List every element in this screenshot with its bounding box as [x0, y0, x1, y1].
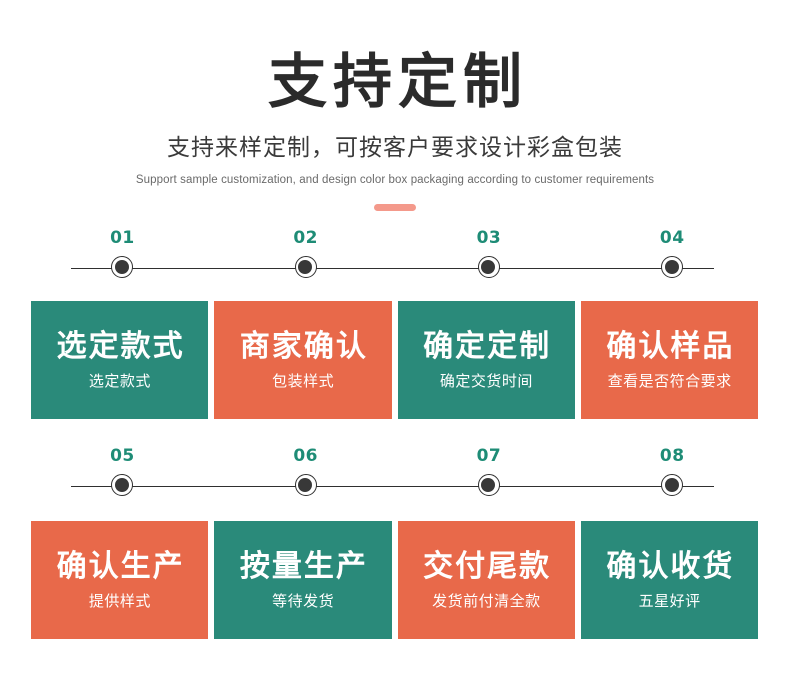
timeline-line: [71, 486, 714, 487]
card-title: 选定款式: [56, 329, 185, 363]
header: 支持定制 支持来样定制，可按客户要求设计彩盒包装 Support sample …: [0, 0, 790, 212]
card-description: 确定交货时间: [439, 373, 533, 391]
timeline-node-02: 02: [280, 228, 332, 278]
timeline-dot-icon: [294, 474, 317, 496]
timeline-node-01: 01: [96, 228, 148, 278]
timeline-dot-icon: [477, 256, 500, 278]
process-card-08[interactable]: 确认收货 五星好评: [580, 521, 758, 639]
timeline-number: 06: [293, 446, 319, 466]
card-title: 确认收货: [606, 549, 735, 583]
timeline-node-06: 06: [280, 446, 332, 496]
card-title: 确认样品: [606, 329, 735, 363]
timeline-node-05: 05: [96, 446, 148, 496]
card-title: 确定定制: [423, 329, 552, 363]
card-description: 提供样式: [88, 593, 151, 611]
page-title: 支持定制: [267, 49, 528, 115]
timeline-node-03: 03: [463, 228, 515, 278]
timeline-dot-icon: [661, 256, 684, 278]
timeline-row-2: 05 06 07 08: [71, 446, 714, 496]
timeline-number: 01: [110, 228, 135, 248]
timeline-dot-icon: [661, 474, 684, 496]
timeline-number: 05: [110, 446, 135, 466]
card-title: 确认生产: [56, 549, 185, 583]
card-title: 按量生产: [239, 549, 368, 583]
timeline-number: 07: [476, 446, 502, 466]
timeline-dot-icon: [111, 256, 134, 278]
timeline-line: [71, 268, 714, 269]
card-description: 发货前付清全款: [432, 593, 541, 611]
timeline-dot-icon: [111, 474, 134, 496]
process-card-01[interactable]: 选定款式 选定款式: [31, 301, 209, 419]
timeline-node-07: 07: [463, 446, 515, 496]
timeline-number: 08: [659, 446, 685, 466]
process-step-row-1: 选定款式 选定款式 商家确认 包装样式 确定定制 确定交货时间 确认样品 查看是…: [31, 301, 758, 419]
card-description: 选定款式: [88, 373, 151, 391]
process-card-06[interactable]: 按量生产 等待发货: [214, 521, 392, 639]
timeline-dot-icon: [294, 256, 317, 278]
timeline-number: 03: [476, 228, 502, 248]
card-title: 交付尾款: [423, 549, 552, 583]
timeline-node-04: 04: [646, 228, 698, 278]
card-description: 等待发货: [272, 593, 335, 611]
timeline-dot-icon: [477, 474, 500, 496]
card-description: 五星好评: [638, 593, 701, 611]
card-description: 查看是否符合要求: [607, 373, 732, 391]
timeline-number: 04: [659, 228, 685, 248]
timeline-node-08: 08: [646, 446, 698, 496]
accent-divider: [374, 204, 416, 212]
timeline-row-1: 01 02 03 04: [71, 228, 714, 278]
timeline-number: 02: [293, 228, 319, 248]
process-card-03[interactable]: 确定定制 确定交货时间: [397, 301, 575, 419]
process-card-07[interactable]: 交付尾款 发货前付清全款: [397, 521, 575, 639]
card-description: 包装样式: [272, 373, 335, 391]
process-card-04[interactable]: 确认样品 查看是否符合要求: [580, 301, 758, 419]
subtitle-english: Support sample customization, and design…: [135, 173, 655, 186]
process-card-02[interactable]: 商家确认 包装样式: [214, 301, 392, 419]
process-step-row-2: 确认生产 提供样式 按量生产 等待发货 交付尾款 发货前付清全款 确认收货 五星…: [31, 521, 758, 639]
subtitle-chinese: 支持来样定制，可按客户要求设计彩盒包装: [167, 133, 623, 160]
process-card-05[interactable]: 确认生产 提供样式: [31, 521, 209, 639]
card-title: 商家确认: [239, 329, 368, 363]
